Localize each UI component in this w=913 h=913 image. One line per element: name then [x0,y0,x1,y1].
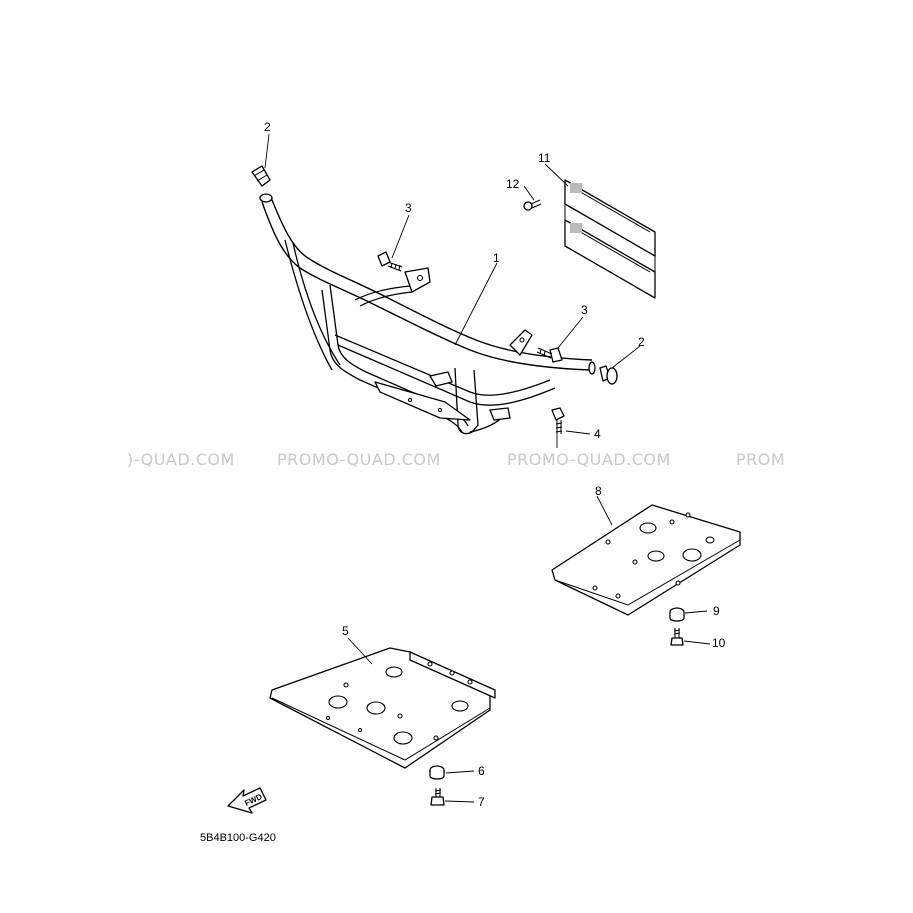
callout-3-right: 3 [581,303,588,317]
callout-3-left: 3 [405,201,412,215]
nut-part-6 [429,765,445,780]
callout-9: 9 [713,604,720,618]
bolt-part-10 [670,628,684,646]
callout-7: 7 [478,795,485,809]
skid-plate-part-8 [551,504,741,616]
bolt-part-4 [551,407,565,434]
nut-part-9 [669,607,685,622]
bolt-part-3b [536,347,563,363]
watermark-text-2: PROMO-QUAD.COM [277,450,441,469]
callout-10: 10 [712,636,726,650]
forward-arrow-icon: FWD [227,787,267,814]
callout-1: 1 [493,251,500,265]
skid-plate-part-5 [269,647,496,769]
watermark-text-4: PROM [736,450,785,469]
callout-8: 8 [595,484,602,498]
front-guard-part-1 [259,193,596,435]
callout-4: 4 [594,427,601,441]
callout-12: 12 [506,177,520,191]
bolt-part-7 [430,788,445,806]
watermark-text-1: )-QUAD.COM [127,450,235,469]
callout-11: 11 [538,151,551,165]
diagram-code: 5B4B100-G420 [200,832,276,844]
screw-part-12 [523,199,542,211]
callout-5: 5 [342,624,349,638]
leader-lines [264,133,711,803]
bolt-part-3a [377,251,403,272]
end-cap-part-2a [251,165,271,187]
callouts: 2 3 1 11 12 3 2 4 8 9 10 5 6 7 [264,120,726,809]
callout-6: 6 [478,764,485,778]
watermark-text-3: PROMO-QUAD.COM [507,450,671,469]
end-cap-part-2b [599,365,618,385]
callout-2-right: 2 [638,335,645,349]
watermark: )-QUAD.COM PROMO-QUAD.COM PROMO-QUAD.COM… [127,450,785,469]
reflector-part-11 [564,179,656,299]
callout-2-top: 2 [264,120,271,134]
